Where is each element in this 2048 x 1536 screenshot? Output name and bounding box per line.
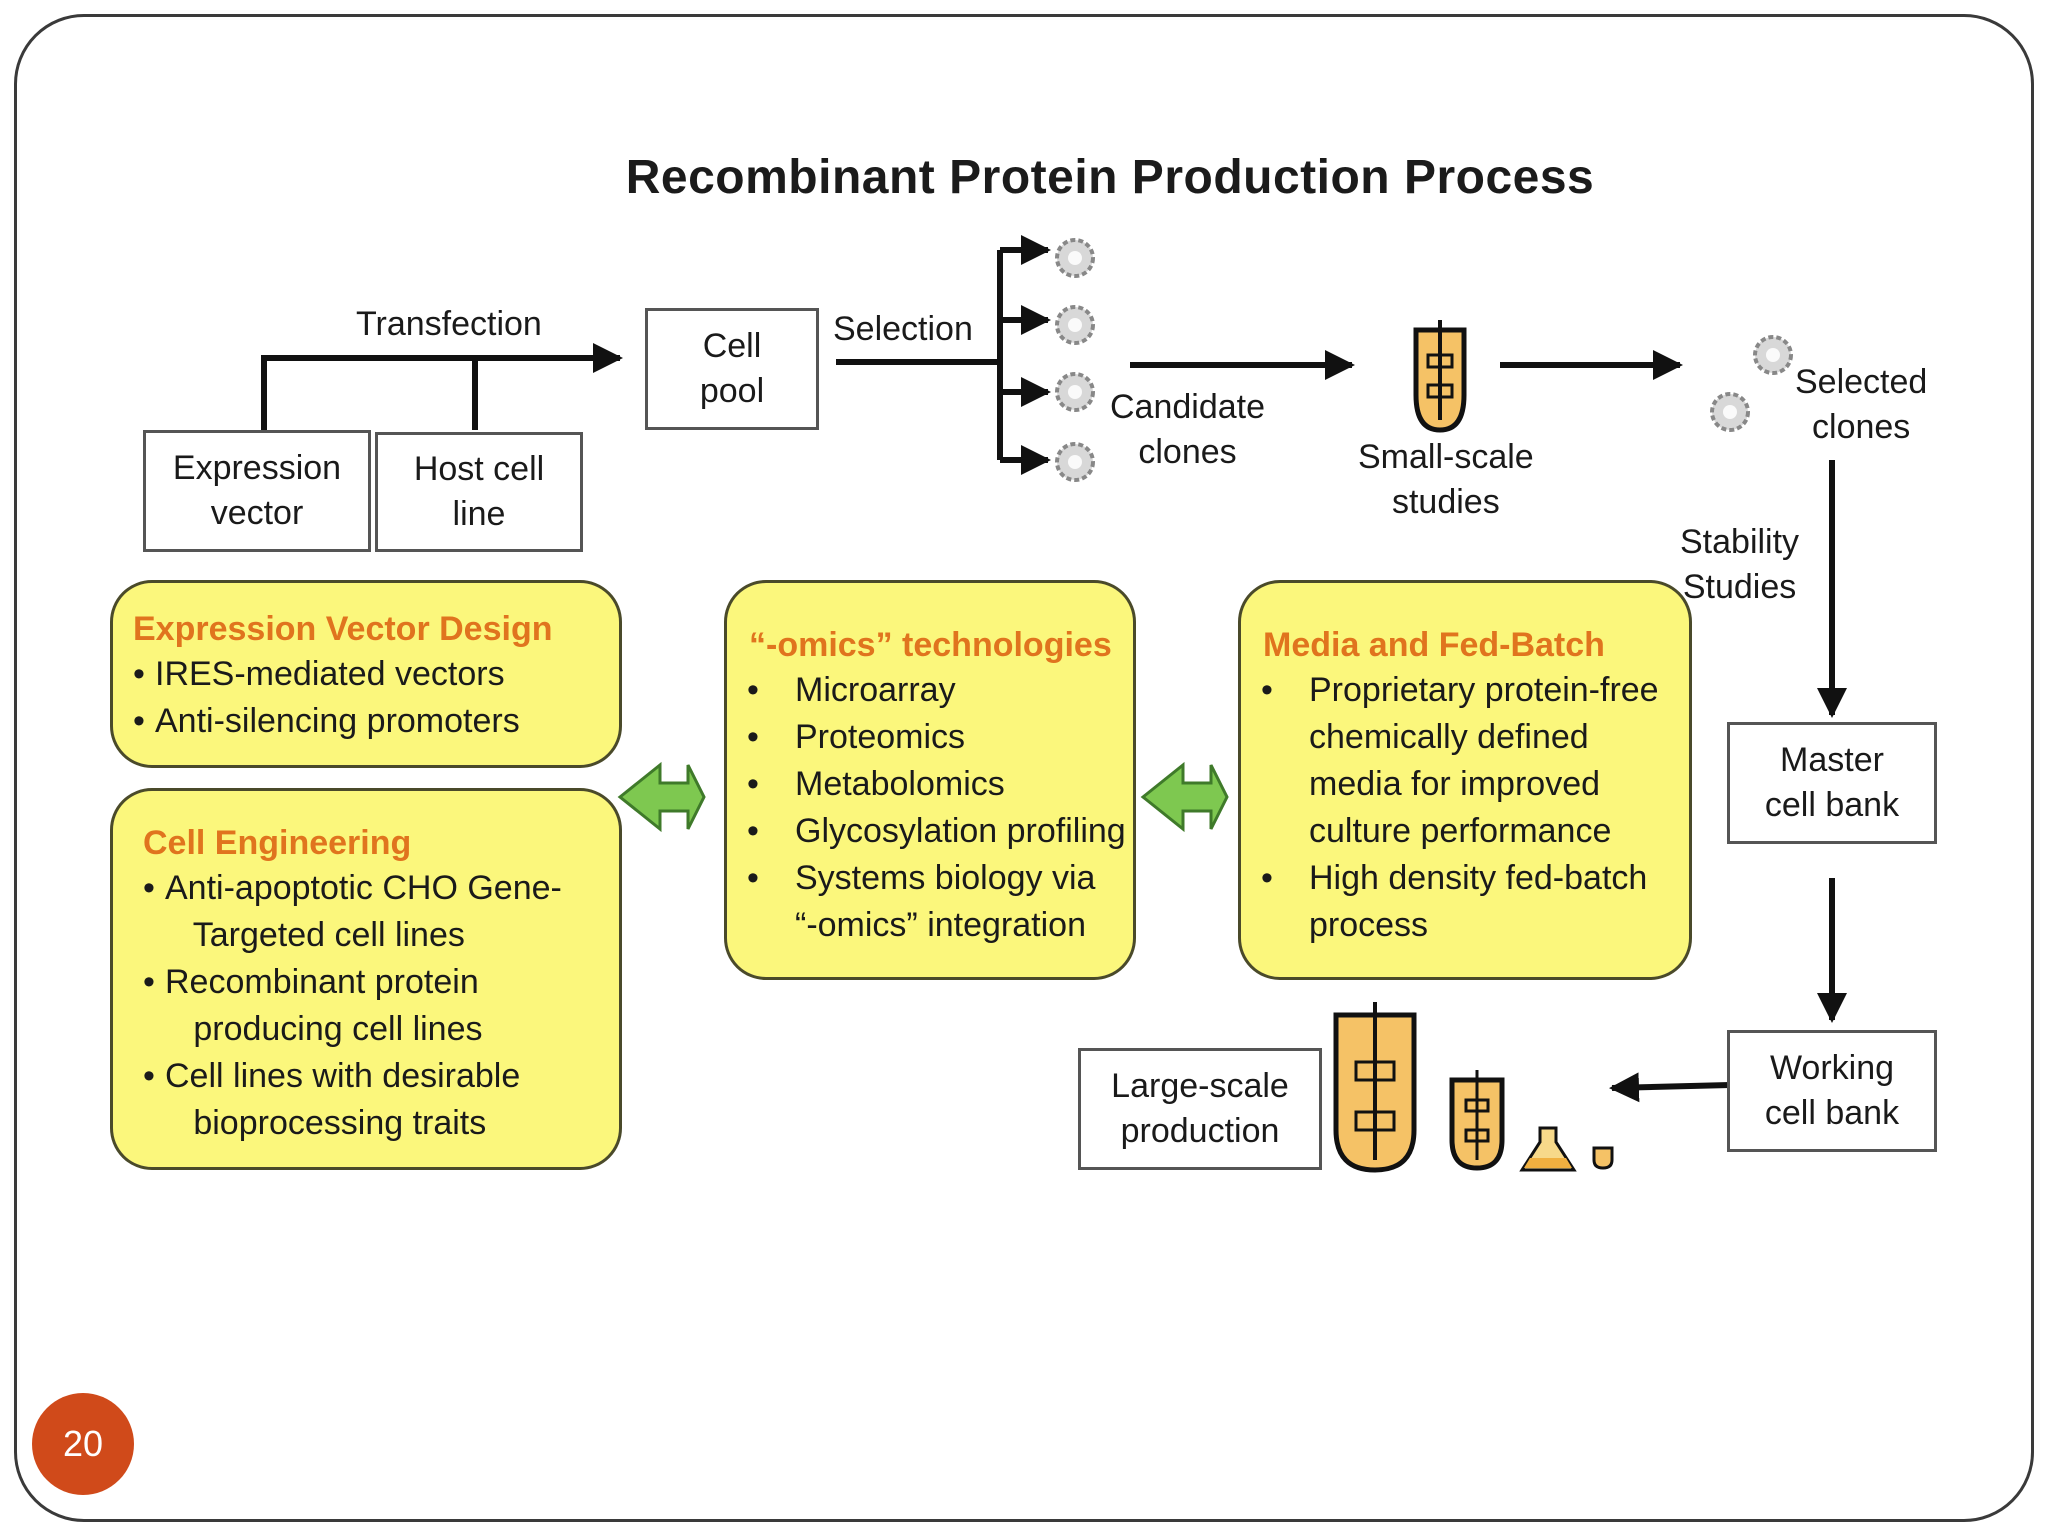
selected-clone-2 bbox=[1710, 392, 1750, 432]
omics-item: Proteomics bbox=[737, 714, 1115, 761]
vector-design-panel: Expression Vector Design IRES-mediated v… bbox=[110, 580, 622, 768]
media-item: Proprietary protein-free chemically defi… bbox=[1251, 667, 1671, 855]
selected-clone-1 bbox=[1753, 335, 1793, 375]
double-arrow-right bbox=[1140, 761, 1229, 833]
vial-icon bbox=[1592, 1146, 1614, 1170]
omics-item: Systems biology via “-omics” integration bbox=[737, 855, 1115, 949]
media-item: High density fed-batch process bbox=[1251, 855, 1671, 949]
double-arrow-left bbox=[617, 761, 706, 833]
diagram-title: Recombinant Protein Production Process bbox=[625, 151, 1595, 204]
vector-design-item: IRES-mediated vectors bbox=[133, 651, 601, 698]
omics-heading: “-omics” technologies bbox=[749, 626, 1112, 664]
cell-engineering-item: Cell lines with desirable bioprocessing … bbox=[143, 1053, 601, 1147]
slide-frame bbox=[14, 14, 2034, 1522]
cell-engineering-panel: Cell Engineering Anti-apoptotic CHO Gene… bbox=[110, 788, 622, 1170]
cell-engineering-heading: Cell Engineering bbox=[143, 824, 412, 862]
transfection-label: Transfection bbox=[356, 305, 542, 343]
small-scale-bioreactor-icon bbox=[1413, 320, 1467, 433]
cell-engineering-item: Recombinant protein producing cell lines bbox=[143, 959, 601, 1053]
omics-item: Metabolomics bbox=[737, 761, 1115, 808]
candidate-clone-1 bbox=[1055, 238, 1095, 278]
media-heading: Media and Fed-Batch bbox=[1263, 626, 1605, 664]
arrow-to-large-scale bbox=[1609, 1072, 1731, 1103]
medium-bioreactor-icon bbox=[1449, 1070, 1505, 1171]
transfection-connector bbox=[261, 355, 478, 430]
vector-design-heading: Expression Vector Design bbox=[133, 610, 553, 648]
selection-label: Selection bbox=[833, 310, 973, 348]
candidate-clone-2 bbox=[1055, 305, 1095, 345]
flask-icon bbox=[1519, 1126, 1577, 1172]
candidate-clone-3 bbox=[1055, 372, 1095, 412]
media-panel: Media and Fed-Batch Proprietary protein-… bbox=[1238, 580, 1692, 980]
large-bioreactor-icon bbox=[1333, 1002, 1417, 1173]
candidate-clone-4 bbox=[1055, 442, 1095, 482]
omics-panel: “-omics” technologies Microarray Proteom… bbox=[724, 580, 1136, 980]
omics-item: Glycosylation profiling bbox=[737, 808, 1126, 855]
slide-number-badge: 20 bbox=[32, 1393, 134, 1495]
vector-design-item: Anti-silencing promoters bbox=[133, 698, 601, 745]
cell-engineering-item: Anti-apoptotic CHO Gene- Targeted cell l… bbox=[143, 865, 601, 959]
omics-item: Microarray bbox=[737, 667, 1115, 714]
